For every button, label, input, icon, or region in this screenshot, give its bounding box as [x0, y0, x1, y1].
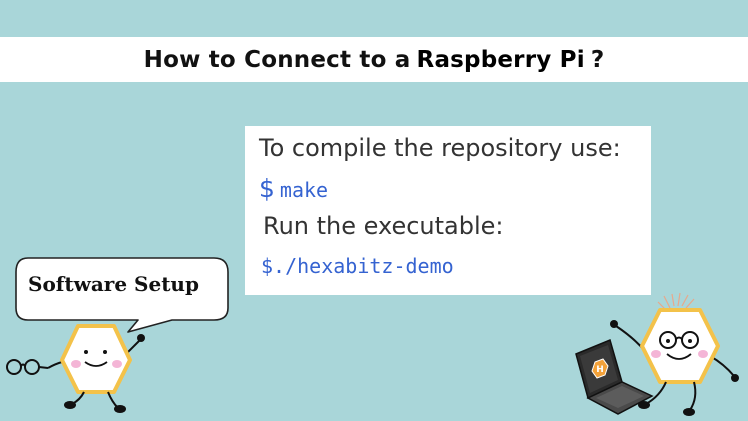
right-mascot-foot-right [683, 408, 695, 416]
right-mascot-cheek-right [698, 350, 708, 358]
right-mascot-hand-left [610, 320, 618, 328]
right-mascot-eye-left [666, 339, 670, 343]
laptop-logo-glyph: H [596, 365, 604, 375]
speech-bubble-shape [15, 257, 229, 333]
right-mascot-smile [666, 353, 692, 360]
compile-command: make [279, 178, 329, 202]
left-mascot-cheek-right [112, 360, 122, 368]
compile-command-line: $make [259, 174, 328, 203]
right-mascot-eye-right [688, 339, 692, 343]
right-mascot-hand-right [731, 374, 739, 382]
hexagon-mascot-icon [60, 324, 132, 394]
laptop-logo-hexagon [591, 358, 609, 379]
left-mascot-foot-right [114, 405, 126, 413]
instruction-card: To compile the repository use: $make Run… [245, 126, 651, 295]
run-command: $./hexabitz-demo [261, 254, 454, 278]
bubble-label: Software Setup [28, 272, 199, 296]
left-mascot-eye-right [103, 350, 107, 354]
left-mascot-arm-left [47, 361, 63, 369]
left-mascot-cheek-left [71, 360, 81, 368]
right-mascot-hair [657, 292, 695, 311]
glasses-icon [659, 331, 699, 349]
left-mascot-leg-right [107, 391, 119, 409]
left-mascot-foot-left [64, 401, 76, 409]
speech-bubble [15, 257, 229, 333]
title-suffix: ? [590, 46, 605, 73]
hexagon-mascot-icon [640, 308, 720, 384]
left-mascot-smile [84, 361, 108, 367]
right-mascot-scene: H [575, 292, 739, 416]
laptop-icon [575, 338, 654, 415]
run-label: Run the executable: [263, 212, 504, 240]
right-mascot-leg-right [689, 381, 697, 411]
right-mascot-leg-left [645, 381, 667, 405]
left-mascot [6, 324, 145, 413]
title-emphasis: Raspberry Pi [416, 46, 585, 73]
right-mascot-foot-left [638, 401, 650, 409]
left-mascot-eye-left [84, 350, 88, 354]
prompt-symbol: $ [259, 174, 275, 203]
right-mascot-cheek-left [651, 350, 661, 358]
glasses-icon [6, 359, 49, 375]
compile-label: To compile the repository use: [259, 134, 621, 162]
left-mascot-hand [137, 334, 145, 342]
title-prefix: How to Connect to a [143, 46, 411, 73]
